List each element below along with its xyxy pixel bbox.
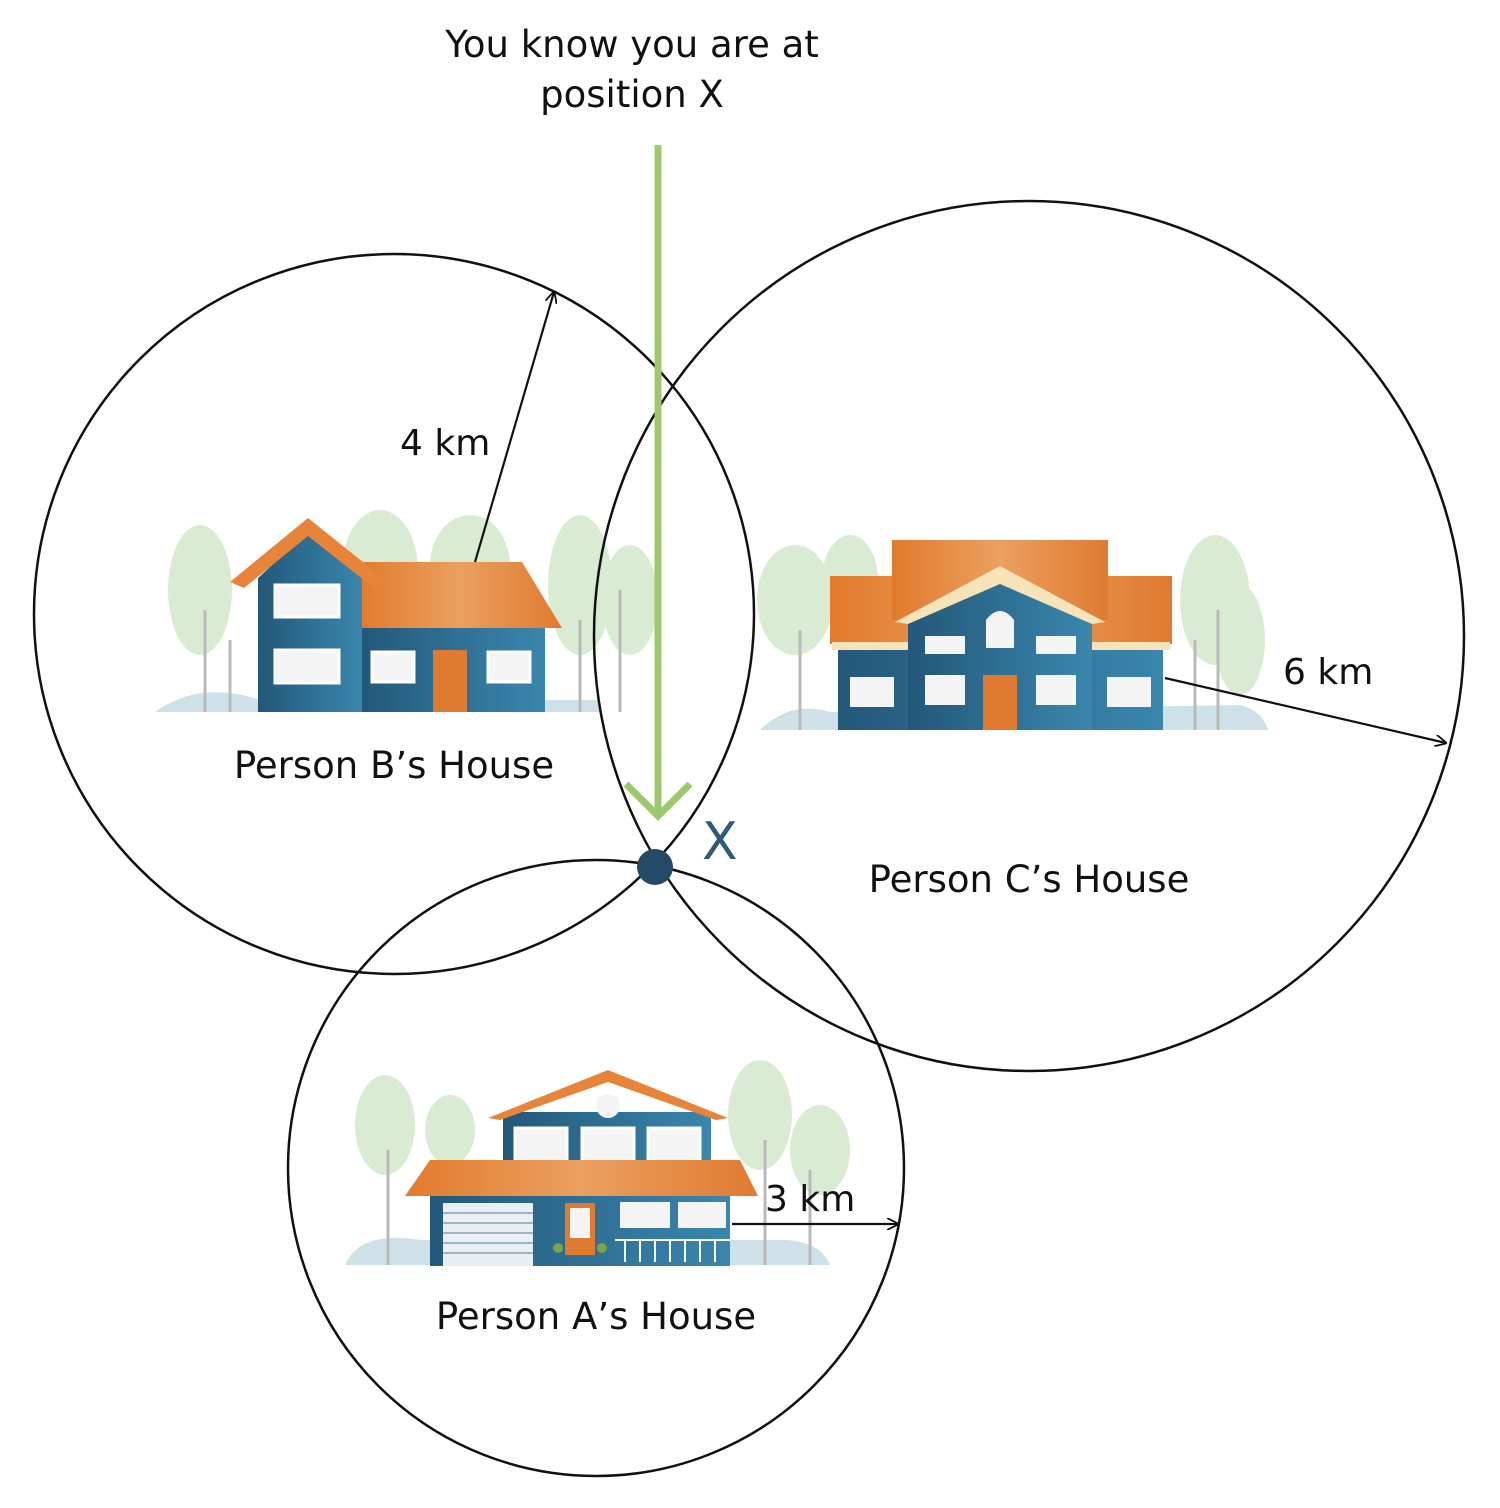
porch-railing — [615, 1239, 730, 1262]
range-circle-c — [592, 199, 1466, 1073]
radius-label-b: 4 km — [400, 423, 490, 464]
house-a-trunks — [386, 1140, 812, 1265]
garage-door-slats — [443, 1212, 533, 1254]
position-x-label: X — [702, 812, 738, 872]
house-b-caption: Person B’s House — [234, 744, 554, 787]
house-b-scene — [155, 510, 658, 712]
range-circle-b — [32, 252, 756, 976]
radius-label-c: 6 km — [1283, 652, 1373, 693]
radius-arrow-b — [473, 292, 554, 563]
position-x-dot — [637, 849, 673, 885]
radius-label-a: 3 km — [765, 1179, 855, 1220]
house-c-caption: Person C’s House — [869, 858, 1190, 901]
house-a-caption: Person A’s House — [436, 1295, 756, 1338]
house-b-trunks — [203, 590, 622, 712]
radius-arrow-c — [1164, 676, 1446, 743]
title-line-1: You know you are at — [444, 23, 819, 66]
title-line-2: position X — [540, 73, 724, 116]
house-c-scene — [757, 535, 1268, 730]
pointer-arrow — [623, 145, 693, 821]
range-circle-a — [286, 858, 906, 1478]
house-a-scene — [345, 1060, 850, 1266]
